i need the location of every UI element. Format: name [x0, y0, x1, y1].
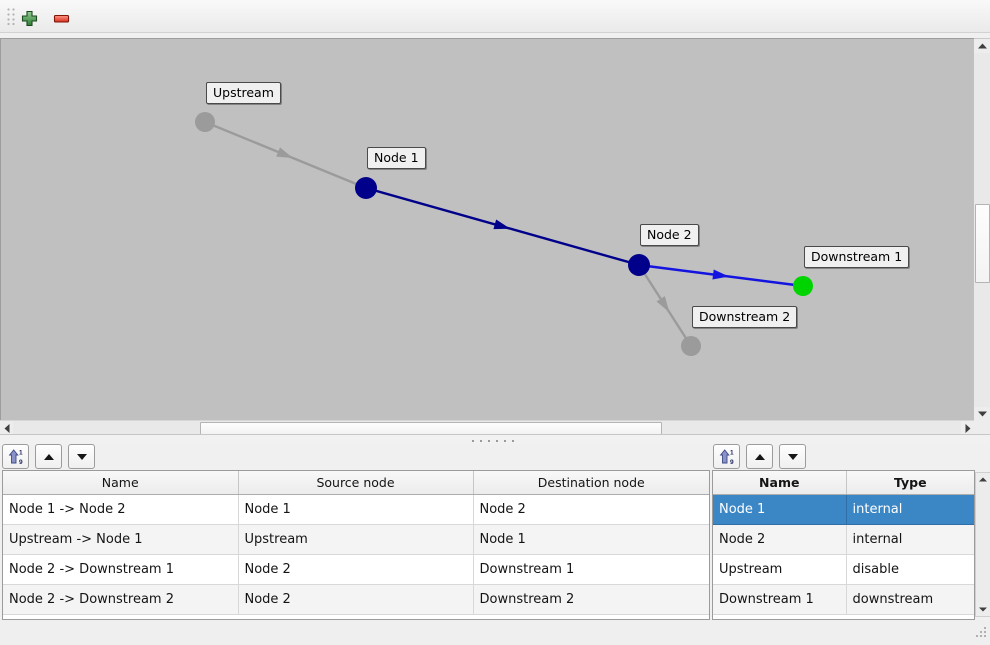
triangle-down-icon	[787, 453, 798, 460]
svg-text:9: 9	[730, 459, 734, 465]
graph-node[interactable]	[355, 177, 377, 199]
node-sort-button[interactable]: 1 9	[713, 444, 740, 469]
edge-table-header-row: Name Source node Destination node	[3, 471, 709, 495]
graph-node[interactable]	[195, 112, 215, 132]
graph-node[interactable]	[793, 276, 813, 296]
col-header-name[interactable]: Name	[713, 471, 847, 495]
cell[interactable]: Node 1	[473, 524, 709, 555]
triangle-up-icon	[978, 477, 987, 482]
cell[interactable]: disable	[846, 554, 974, 585]
resize-grip-icon	[976, 627, 986, 637]
graph-edge-arrow	[712, 269, 729, 280]
svg-text:1: 1	[730, 450, 734, 457]
cell[interactable]: Node 2 -> Downstream 1	[3, 554, 239, 585]
scroll-right-button[interactable]	[961, 421, 974, 435]
triangle-down-icon	[977, 411, 987, 417]
scroll-up-button[interactable]	[974, 39, 990, 53]
cell[interactable]: downstream	[846, 584, 974, 615]
add-node-button[interactable]	[19, 7, 41, 29]
svg-text:9: 9	[19, 459, 23, 465]
svg-text:1: 1	[19, 450, 23, 457]
main-toolbar	[0, 0, 990, 33]
cell[interactable]: Node 2	[238, 554, 474, 585]
col-header-type[interactable]: Type	[846, 471, 974, 495]
cell[interactable]: Downstream 1	[713, 584, 847, 615]
triangle-up-icon	[977, 43, 987, 49]
graph-node[interactable]	[681, 336, 701, 356]
cell[interactable]: Node 1	[238, 494, 474, 525]
toolbar-grip-handle[interactable]	[6, 7, 17, 26]
scrollbar-corner	[974, 420, 990, 434]
node-table-scrollbar[interactable]	[975, 472, 990, 617]
splitter-dots-icon	[472, 440, 514, 442]
node-label[interactable]: Upstream	[206, 82, 281, 104]
node-label[interactable]: Downstream 2	[692, 306, 798, 328]
triangle-right-icon	[965, 423, 970, 433]
edge-move-down-button[interactable]	[68, 444, 95, 469]
cell[interactable]: Upstream -> Node 1	[3, 524, 239, 555]
cell[interactable]: Upstream	[238, 524, 474, 555]
triangle-up-icon	[43, 453, 54, 460]
canvas-vertical-scrollbar[interactable]	[974, 38, 990, 421]
sort-ascending-icon: 1 9	[719, 449, 734, 465]
node-label[interactable]: Node 1	[367, 147, 426, 169]
triangle-down-icon	[978, 607, 987, 612]
node-table-header-row: Name Type	[713, 471, 974, 495]
cell[interactable]: Node 1 -> Node 2	[3, 494, 239, 525]
cell[interactable]: Node 1	[713, 494, 847, 525]
cell[interactable]: Downstream 2	[473, 584, 709, 615]
status-bar	[0, 620, 990, 645]
col-header-destination-node[interactable]: Destination node	[473, 471, 709, 495]
edge-move-up-button[interactable]	[35, 444, 62, 469]
node-move-down-button[interactable]	[779, 444, 806, 469]
node-move-up-button[interactable]	[746, 444, 773, 469]
triangle-up-icon	[754, 453, 765, 460]
vertical-scrollbar-thumb[interactable]	[975, 204, 990, 283]
plus-icon	[21, 10, 38, 26]
canvas-horizontal-scrollbar[interactable]	[0, 420, 974, 435]
graph-node[interactable]	[628, 254, 650, 276]
cell[interactable]: Downstream 1	[473, 554, 709, 585]
triangle-down-icon	[76, 453, 87, 460]
node-label[interactable]: Downstream 1	[804, 246, 910, 268]
cell[interactable]: Node 2	[713, 524, 847, 555]
scroll-up-button[interactable]	[976, 473, 989, 486]
window-resize-grip[interactable]	[974, 625, 987, 642]
cell[interactable]: Node 2 -> Downstream 2	[3, 584, 239, 615]
edge-sort-button[interactable]: 1 9	[2, 444, 29, 469]
grip-dots-icon	[7, 8, 15, 26]
minus-icon	[53, 14, 70, 23]
cell[interactable]: internal	[846, 524, 974, 555]
cell[interactable]: Upstream	[713, 554, 847, 585]
graph-edge-arrow	[493, 219, 511, 230]
cell[interactable]: Node 2	[473, 494, 709, 525]
sort-ascending-icon: 1 9	[8, 449, 23, 465]
edges-table: Name Source node Destination node Node 1…	[2, 470, 710, 620]
col-header-source-node[interactable]: Source node	[238, 471, 474, 495]
scroll-down-button[interactable]	[974, 407, 990, 421]
scroll-down-button[interactable]	[976, 603, 989, 616]
graph-edge-arrow	[276, 147, 293, 159]
scroll-left-button[interactable]	[0, 421, 13, 435]
triangle-left-icon	[4, 423, 9, 433]
col-header-name[interactable]: Name	[3, 471, 239, 495]
remove-node-button[interactable]	[51, 7, 73, 29]
graph-drawing	[195, 112, 813, 356]
node-label[interactable]: Node 2	[640, 224, 699, 246]
graph-edge-arrow	[656, 296, 670, 313]
cell[interactable]: internal	[846, 494, 974, 525]
cell[interactable]: Node 2	[238, 584, 474, 615]
panel-splitter-handle[interactable]	[0, 434, 990, 445]
